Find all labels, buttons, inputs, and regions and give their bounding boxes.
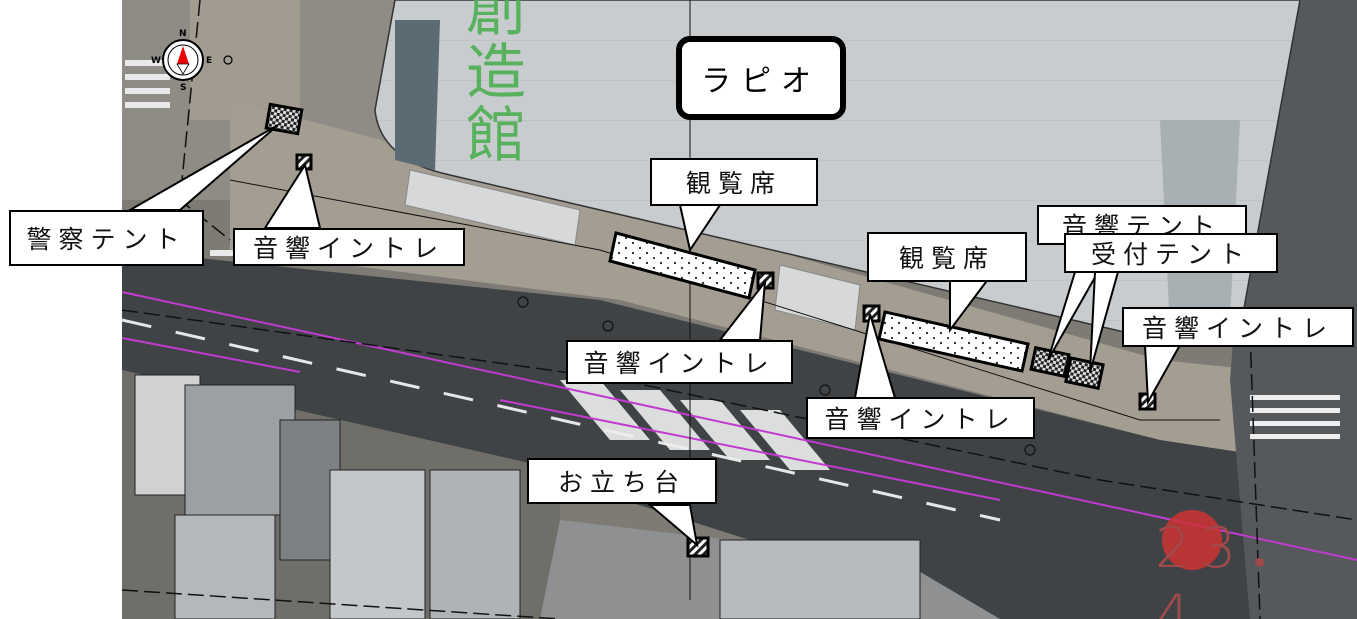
red-car <box>1162 510 1222 570</box>
callout-stand-1: 観覧席 <box>650 158 818 206</box>
compass-w-label: W <box>151 56 161 66</box>
stand-marker-1[interactable] <box>608 231 757 300</box>
callout-stand-2: 観覧席 <box>867 232 1027 282</box>
vertical-char-1: 創 <box>466 0 526 45</box>
vertical-char-2: 造 <box>466 38 526 108</box>
callout-toilet-2: 音響イントレ <box>566 340 793 384</box>
callout-platform: お立ち台 <box>527 458 717 504</box>
compass-n-label: N <box>179 29 187 39</box>
vertical-building-label: 創 造 館 <box>466 0 526 166</box>
callout-toilet-4: 音響イントレ <box>1122 307 1354 347</box>
buildings-south <box>122 370 1000 619</box>
callout-toilet-3: 音響イントレ <box>806 397 1035 439</box>
callout-police-tent: 警察テント <box>9 210 204 266</box>
road-markings <box>121 318 1001 522</box>
vertical-char-3: 館 <box>466 101 526 171</box>
block-number-label: 23．4 <box>1155 516 1313 619</box>
compass-e-label: E <box>206 56 213 66</box>
building-name-label: ラピオ <box>676 36 846 120</box>
stand-marker-2[interactable] <box>877 310 1030 373</box>
compass-s-label: S <box>180 83 187 93</box>
parcel-lines <box>121 291 1357 561</box>
callout-reception-tent: 受付テント <box>1064 233 1278 273</box>
compass <box>162 39 233 81</box>
reception-tent-marker[interactable] <box>1064 356 1105 391</box>
callout-toilet-1: 音響イントレ <box>233 228 465 266</box>
